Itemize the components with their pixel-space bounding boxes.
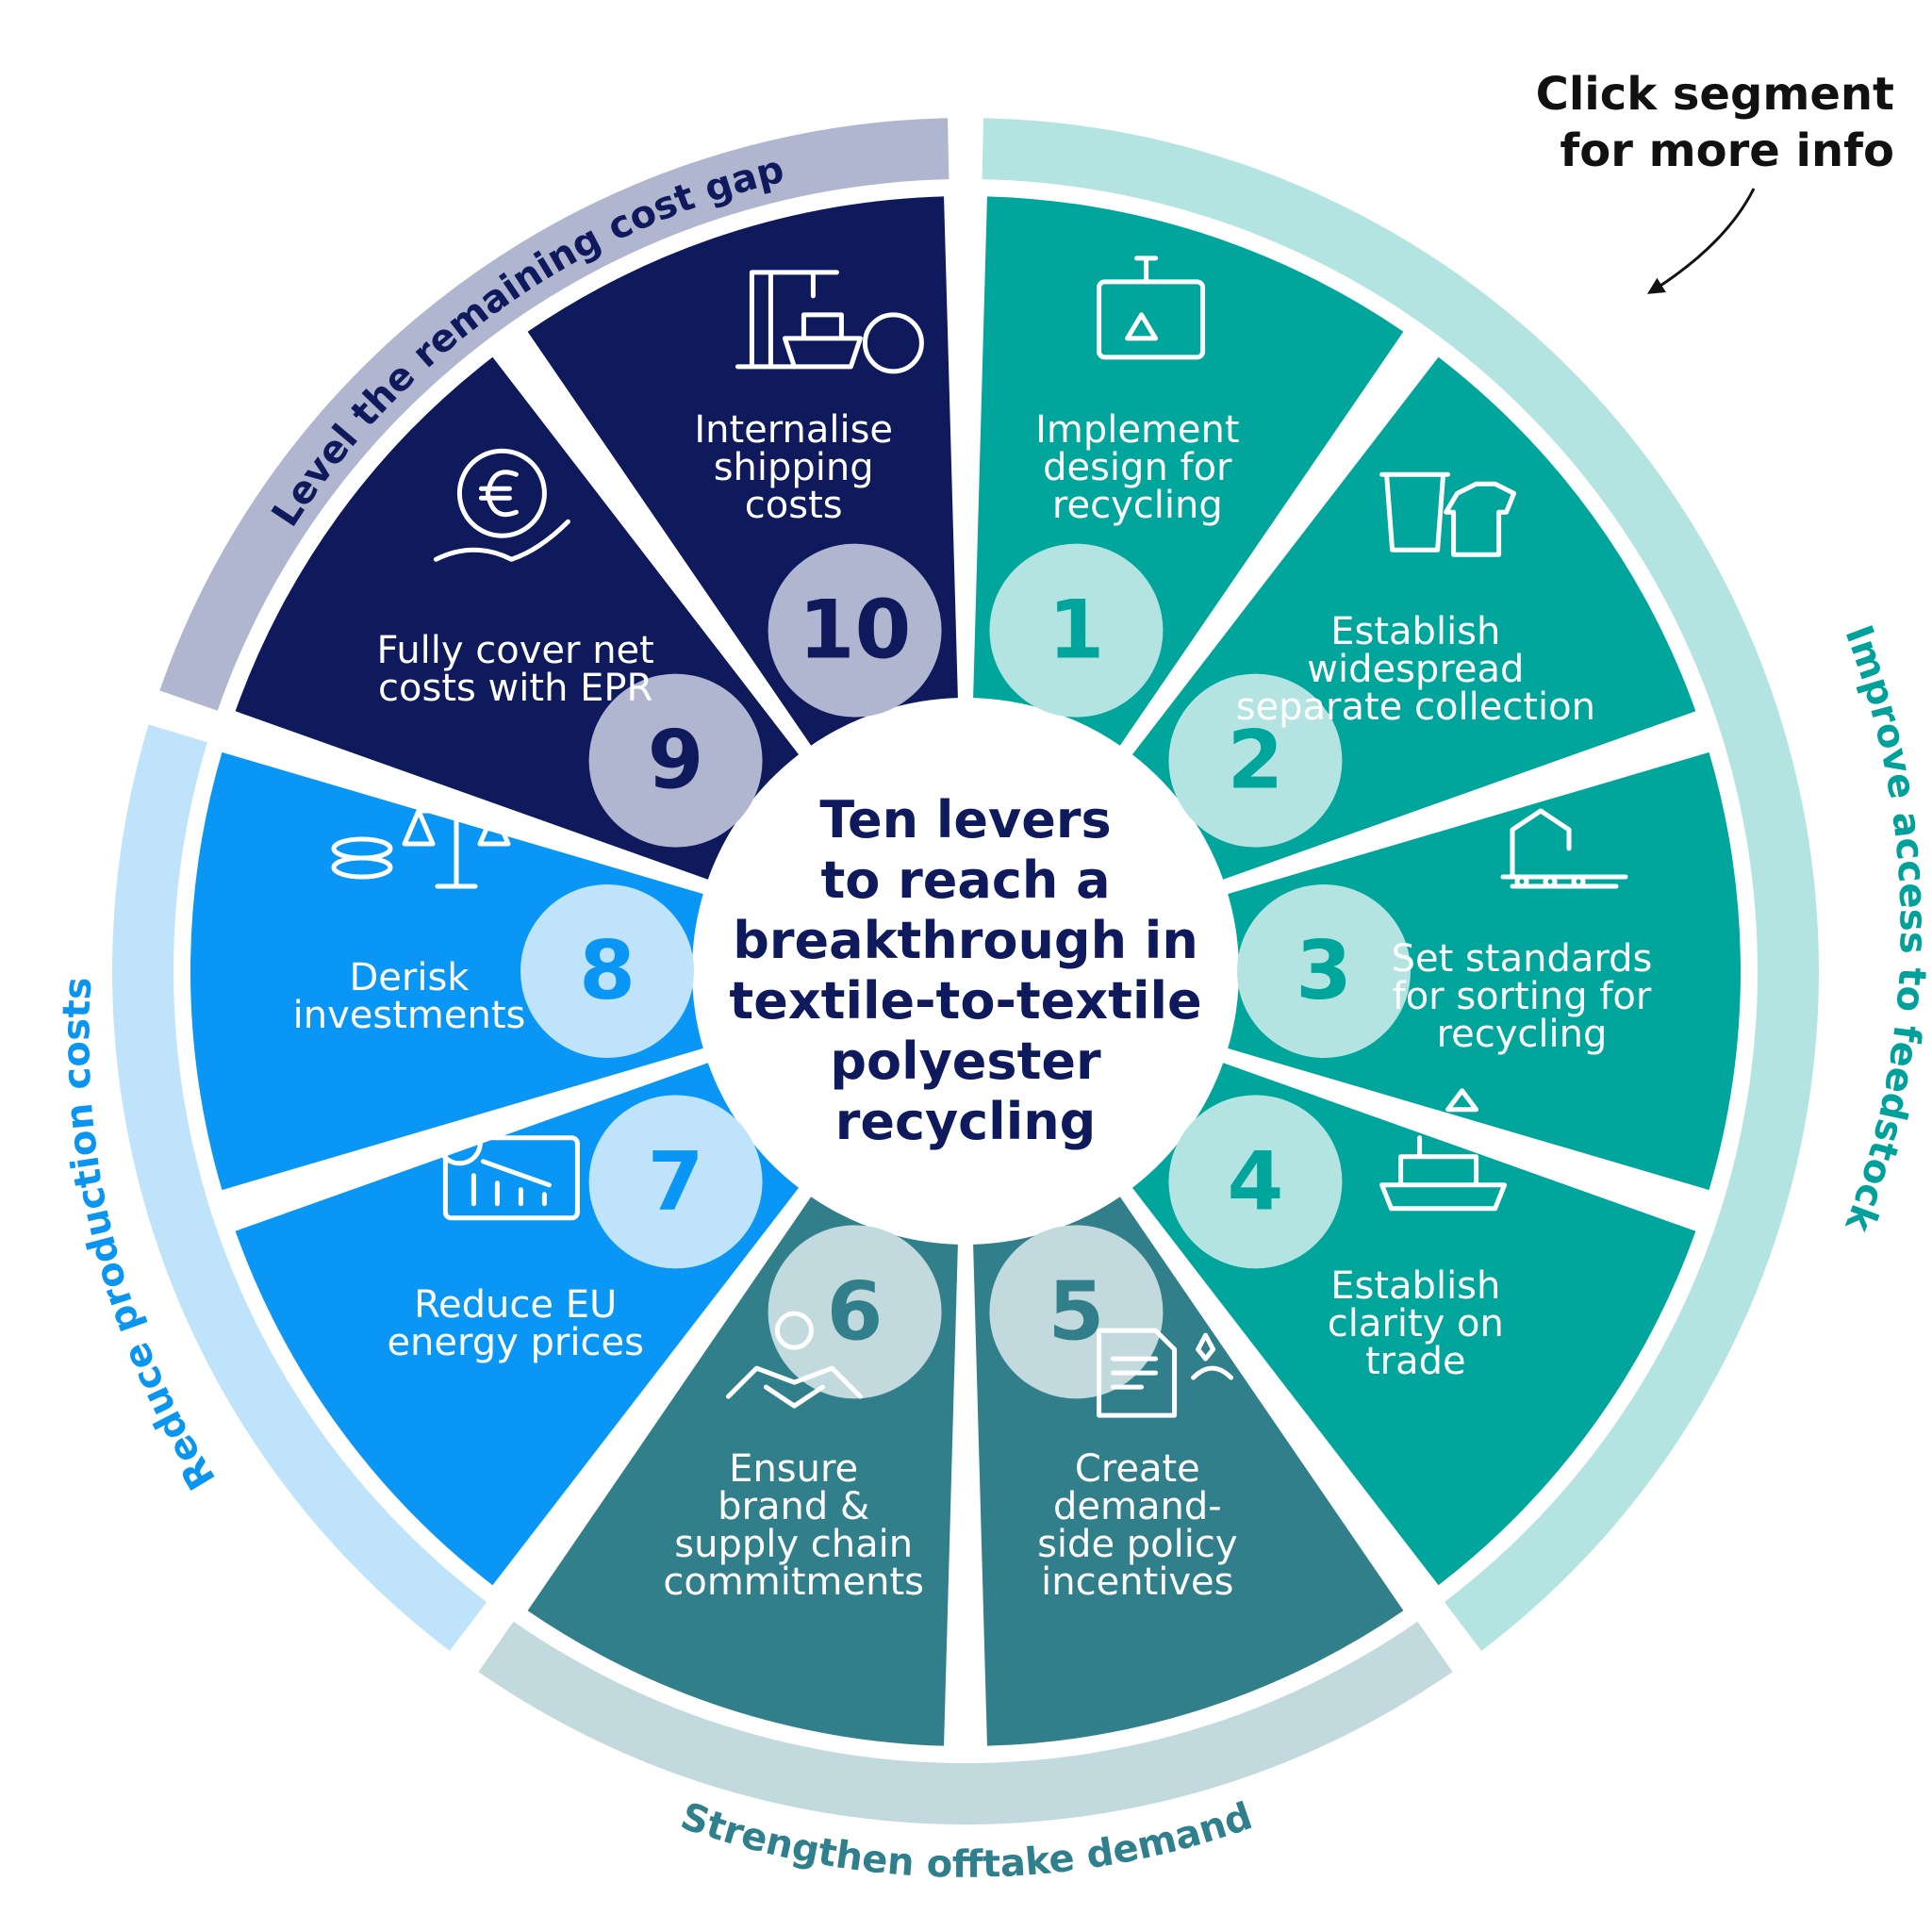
center-title-line: breakthrough in [733,911,1198,970]
segment-label-line: recycling [1052,484,1223,527]
energy-price-chart-icon [436,1119,580,1221]
segment-label-line: investments [293,994,526,1037]
segment-label-line: demand- [1053,1485,1222,1528]
segment-number: 10 [799,584,912,678]
click-hint: Click segment for more info [1535,68,1894,177]
segment-number-tab [588,673,763,848]
segment-number: 1 [1049,584,1105,678]
segment-number-tab [768,543,942,718]
segment-number: 8 [579,924,636,1018]
cargo-ship-recycle-icon [1379,1088,1508,1212]
ring-arc-feedstock [982,118,1819,1651]
segment-label-line: side policy [1037,1523,1237,1566]
group-label-feedstock: Improve access to feedstock [1836,619,1932,1238]
center-title-line: to reach a [820,850,1110,910]
segment-label-line: trade [1365,1340,1466,1383]
center-title-line: Ten levers [819,790,1111,850]
segment-number-tab [1168,1095,1343,1269]
ring-arc-production [111,724,487,1651]
handshake-icon [725,1311,863,1409]
segment-number: 6 [827,1264,883,1359]
segment-label-line: costs [745,484,843,527]
segment-label-line: for sorting for [1393,975,1652,1018]
segment-number: 9 [648,714,704,808]
center-title-line: polyester [830,1032,1101,1091]
segment-label-line: energy prices [387,1321,643,1364]
port-crane-ship-icon [735,270,924,374]
blueprint-recycle-icon [1097,256,1206,360]
segment-number-tab [588,1095,763,1269]
segment-label-line: Fully cover net [377,629,654,672]
segment-number: 4 [1228,1134,1284,1229]
segment-label-line: Establish [1330,1264,1500,1308]
center-title-line: textile-to-textile [729,971,1201,1031]
segment-wedge [190,751,703,1191]
segment-label-line: incentives [1041,1560,1233,1604]
segment-label-line: design for [1043,446,1232,489]
segment-label-line: commitments [663,1560,924,1604]
segment-label-line: costs with EPR [378,667,652,710]
segment-label-line: recycling [1437,1013,1608,1056]
hint-arrow-icon [1646,188,1756,294]
segment-label-line: widespread [1307,648,1524,691]
segment-label-line: brand & [718,1485,869,1528]
euro-hand-icon [433,448,570,562]
group-ring [111,118,1819,1824]
segment-number-tab [989,543,1164,718]
segment-label-line: shipping [714,446,874,489]
segment-label-line: Implement [1035,408,1239,452]
ring-arc-offtake [478,1621,1453,1824]
segment-label-line: Reduce EU [414,1283,617,1327]
segment-label-line: Set standards [1392,937,1653,981]
segment-wedge [1228,751,1742,1191]
segment-label-line: Internalise [694,408,893,452]
ring-arc-cost-gap [159,118,949,711]
segment-number-tab [1168,673,1343,848]
segment-number: 5 [1049,1264,1105,1359]
segment-label-line: Establish [1330,610,1500,653]
segment-number: 2 [1228,714,1284,808]
segment-label-line: Create [1075,1447,1200,1491]
segment-number-tab [1237,884,1411,1058]
segment-label-line: Ensure [729,1447,858,1491]
segment-label-line: separate collection [1236,685,1595,729]
segment-label-line: clarity on [1328,1302,1504,1345]
segment-number: 7 [648,1134,704,1229]
policy-document-icon [1097,1328,1234,1418]
sorting-robot-icon [1500,808,1628,889]
segment-number-tab [989,1225,1164,1399]
segment-number: 3 [1296,924,1352,1018]
recycle-bin-shirt-icon [1379,471,1517,557]
segment-number-tab [768,1225,942,1399]
segment-label-line: Derisk [350,956,471,999]
coins-scale-icon [331,808,511,889]
segment-number-tab [520,884,694,1058]
center-title-line: recycling [835,1092,1097,1151]
segment-label-line: supply chain [674,1523,913,1566]
